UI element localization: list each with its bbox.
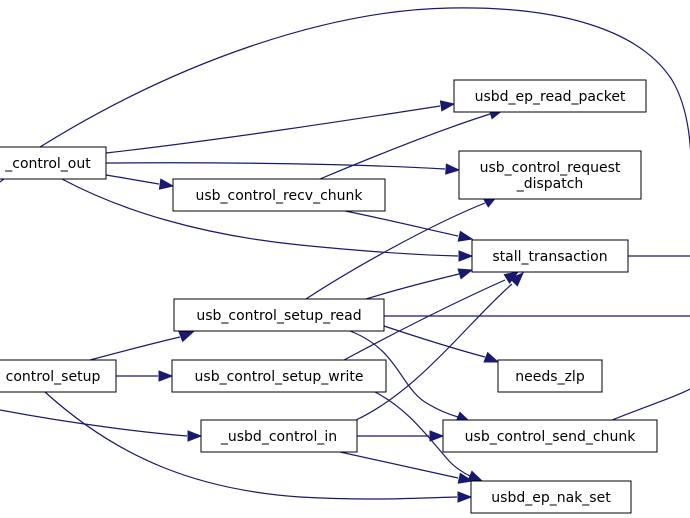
node-box <box>471 239 629 273</box>
arrowhead <box>445 163 461 175</box>
edge-line <box>344 210 459 237</box>
node-label: usb_control_setup_read <box>196 308 361 324</box>
node-label: control_setup <box>6 369 101 385</box>
arrowhead <box>439 100 456 112</box>
node-box <box>497 359 603 393</box>
edge-usb_control_setup_read-to-needs_zlp <box>383 325 500 363</box>
edge-control_setup-to-usbd_ep_nak_set <box>44 391 473 503</box>
node-label: usb_control_recv_chunk <box>195 188 363 204</box>
arrowhead <box>187 430 203 442</box>
node-usb-control-setup-read[interactable]: usb_control_setup_read <box>173 298 385 332</box>
node-usb-control-request-dispatch[interactable]: usb_control_request_dispatch <box>458 150 642 200</box>
node-usb-control-send-chunk[interactable]: usb_control_send_chunk <box>442 419 658 453</box>
node-usb-control-setup-write[interactable]: usb_control_setup_write <box>171 359 387 393</box>
node-label: usb_control_setup_write <box>195 369 364 385</box>
node-label: needs_zlp <box>515 369 585 385</box>
node-stall-transaction[interactable]: stall_transaction <box>471 239 629 273</box>
edge-line <box>305 202 486 300</box>
nodes-layer: _control_out control_setup usbd_ep_read_pa… <box>0 79 658 514</box>
arrowhead <box>429 430 445 442</box>
arrowhead <box>483 351 500 363</box>
node-label: stall_transaction <box>492 249 607 265</box>
edge-line <box>355 283 513 421</box>
node-box <box>0 146 107 180</box>
node-label: usbd_ep_nak_set <box>491 490 611 506</box>
edge-line <box>89 336 181 361</box>
edge-control_out-to-usb_control_request_dispatch <box>105 162 461 175</box>
node-control-out[interactable]: _control_out <box>0 146 107 180</box>
edge-line <box>383 325 486 358</box>
edge-line <box>611 388 690 421</box>
node-box <box>172 178 386 212</box>
arrowhead <box>457 230 474 242</box>
node-usb-control-recv-chunk[interactable]: usb_control_recv_chunk <box>172 178 386 212</box>
edge-line <box>105 174 160 185</box>
edge-control_out-to-usbd_ep_read_packet <box>105 100 456 154</box>
edge-fragment-send-right <box>611 388 690 421</box>
edge-usb_control_setup_read-to-stall_transaction <box>365 268 474 300</box>
node-usbd-control-in[interactable]: _usbd_control_in <box>200 419 358 453</box>
node-label: _control_out <box>4 156 91 172</box>
edge-line <box>374 391 471 477</box>
edge-line <box>105 162 446 170</box>
edge-line <box>39 7 690 151</box>
node-box <box>200 419 358 453</box>
arrowhead <box>509 272 524 287</box>
node-label: usb_control_request <box>480 160 621 176</box>
edge-fragment-left-in <box>0 409 203 442</box>
edge-line <box>365 273 460 300</box>
edge-control_out-to-stall_transaction <box>61 178 474 262</box>
node-control-setup[interactable]: control_setup <box>0 359 117 393</box>
edge-line <box>105 105 441 154</box>
edge-line <box>339 451 459 479</box>
edges-layer <box>0 7 690 503</box>
node-box <box>442 419 658 453</box>
edge-control_setup-to-usb_control_setup_write <box>116 370 174 382</box>
node-label: usbd_ep_read_packet <box>475 89 626 105</box>
edge-line <box>61 178 459 257</box>
edge-line <box>349 330 459 418</box>
node-usbd-ep-nak-set[interactable]: usbd_ep_nak_set <box>470 480 632 514</box>
edge-fragment-out-top <box>39 7 690 151</box>
node-box <box>470 480 632 514</box>
arrowhead <box>158 178 175 190</box>
arrowhead <box>178 331 195 343</box>
node-box <box>0 359 117 393</box>
node-box <box>173 298 385 332</box>
edge-line <box>0 409 188 437</box>
edge-usbd_control_in-to-stall_transaction <box>355 272 524 421</box>
node-label: _dispatch <box>516 176 584 192</box>
edge-control_setup-to-usb_control_setup_read <box>89 331 195 361</box>
edge-usbd_control_in-to-usb_control_send_chunk <box>357 430 445 442</box>
edge-usb_control_recv_chunk-to-stall_transaction <box>344 210 474 242</box>
arrowhead <box>158 370 174 382</box>
edge-control_out-to-usb_control_recv_chunk <box>105 174 175 190</box>
edge-line <box>319 113 491 180</box>
node-box <box>453 79 647 113</box>
arrowhead <box>457 472 474 484</box>
arrowhead <box>457 268 474 280</box>
edge-usbd_control_in-to-usbd_ep_nak_set <box>339 451 474 484</box>
node-needs-zlp[interactable]: needs_zlp <box>497 359 603 393</box>
edge-line <box>44 391 458 500</box>
node-box <box>458 150 642 200</box>
node-label: _usbd_control_in <box>220 429 337 445</box>
node-usbd-ep-read-packet[interactable]: usbd_ep_read_packet <box>453 79 647 113</box>
node-box <box>171 359 387 393</box>
arrowhead <box>458 250 474 262</box>
arrowhead <box>457 491 473 503</box>
node-label: usb_control_send_chunk <box>465 429 637 445</box>
